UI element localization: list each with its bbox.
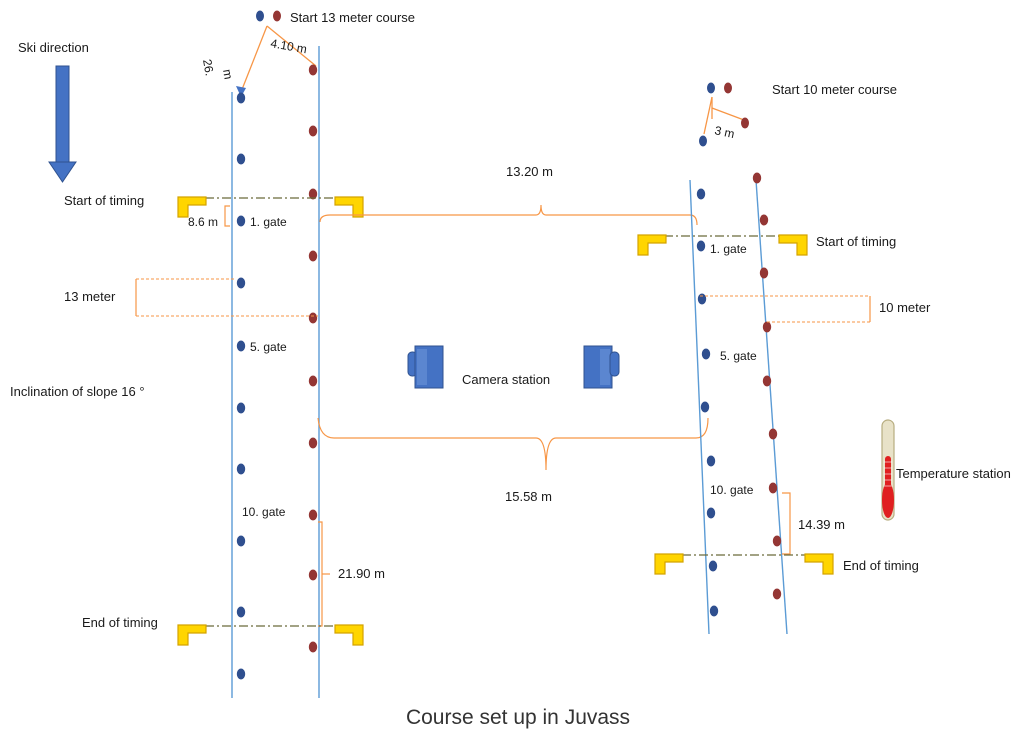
- right-end-timing-marker-right: [804, 553, 834, 575]
- start-10-label: Start 10 meter course: [772, 82, 897, 97]
- right-spacing-label: 10 meter: [879, 300, 931, 315]
- start-10-measures: [703, 96, 745, 135]
- distance-top-label: 13.20 m: [506, 164, 553, 179]
- right-end-timing-marker-left: [654, 553, 684, 575]
- start-gate-red: [273, 10, 281, 22]
- right-end-timing-label: End of timing: [843, 558, 919, 573]
- left-red-gates: [308, 64, 318, 653]
- start-13-width: 4.10 m: [269, 36, 308, 56]
- camera-station-label: Camera station: [462, 372, 550, 387]
- start-13-label: Start 13 meter course: [290, 10, 415, 25]
- right-start-timing-marker-right: [778, 234, 808, 256]
- start-10-gate-red-2: [741, 117, 749, 129]
- left-end-timing-marker-left: [177, 624, 207, 646]
- left-blue-gates: [236, 92, 246, 680]
- start-gate-blue: [256, 10, 264, 22]
- left-end-timing-label: End of timing: [82, 615, 158, 630]
- right-blue-gates: [696, 188, 719, 617]
- start-13-measures: [236, 25, 317, 97]
- left-gate-1-label: 1. gate: [250, 215, 287, 229]
- start-10-gate-blue: [707, 82, 715, 94]
- inclination-label: Inclination of slope 16 °: [10, 384, 145, 399]
- right-end-distance-bracket: [782, 492, 791, 555]
- start-13-length-a: 26.: [200, 58, 217, 77]
- temperature-station-label: Temperature station: [896, 466, 1011, 481]
- offset-label: 8.6 m: [188, 215, 218, 229]
- distance-brace-top: [319, 204, 698, 226]
- start-13-length-b: m: [220, 68, 236, 80]
- right-red-gates: [752, 172, 782, 600]
- offset-bracket: [224, 205, 230, 227]
- right-gate-1-label: 1. gate: [710, 242, 747, 256]
- right-course-line-2: [755, 179, 788, 635]
- camera-icon-left: [407, 345, 444, 389]
- gate-spacing-label: 13 meter: [64, 289, 116, 304]
- start-10-gate-red: [724, 82, 732, 94]
- distance-brace-bottom: [317, 417, 709, 471]
- right-course-line-1: [689, 179, 710, 635]
- right-gate-10-label: 10. gate: [710, 483, 754, 497]
- end-distance-label: 21.90 m: [338, 566, 385, 581]
- left-end-timing-marker-right: [334, 624, 364, 646]
- ski-direction-arrow: [48, 65, 77, 183]
- diagram-caption: Course set up in Juvass: [406, 706, 630, 729]
- left-gate-5-label: 5. gate: [250, 340, 287, 354]
- left-gate-10-label: 10. gate: [242, 505, 286, 519]
- camera-icon-right: [583, 345, 620, 389]
- left-start-timing-marker-left: [177, 196, 207, 218]
- right-start-timing-marker-left: [637, 234, 667, 256]
- left-start-timing-label: Start of timing: [64, 193, 144, 208]
- right-gate-5-label: 5. gate: [720, 349, 757, 363]
- thermometer-icon: [881, 419, 895, 521]
- ski-direction-label: Ski direction: [18, 40, 89, 55]
- start-10-width: 3 m: [713, 123, 735, 141]
- start-10-gate-blue-2: [699, 135, 707, 147]
- distance-bottom-label: 15.58 m: [505, 489, 552, 504]
- left-start-timing-marker-right: [334, 196, 364, 218]
- right-end-distance-label: 14.39 m: [798, 517, 845, 532]
- right-start-timing-label: Start of timing: [816, 234, 896, 249]
